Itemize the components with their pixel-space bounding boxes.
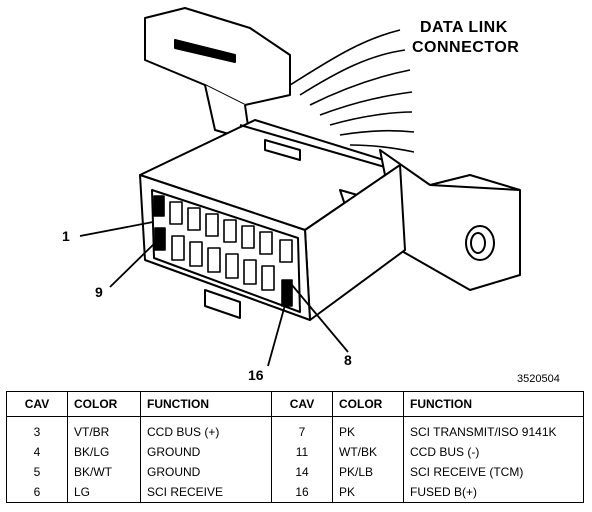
col-header-cav-2: CAV [271,391,333,417]
cell-cav: 16 [271,482,333,503]
cell-function: SCI TRANSMIT/ISO 9141K [403,416,584,442]
cell-cav: 11 [271,442,333,462]
wire-bundle [289,29,415,153]
cell-color: VT/BR [67,416,141,442]
cell-cav: 14 [271,462,333,482]
upper-pin-row [153,195,293,263]
cell-cav: 3 [6,416,68,442]
pin-label-8: 8 [344,352,352,368]
lower-pin-row [154,227,293,307]
cell-function: FUSED B(+) [403,482,584,503]
cell-color: PK [332,416,404,442]
cell-function: GROUND [140,442,272,462]
cell-cav: 7 [271,416,333,442]
table-row: 3 VT/BR CCD BUS (+) 7 PK SCI TRANSMIT/IS… [6,416,584,442]
col-header-color-2: COLOR [332,391,404,417]
table-header-row: CAV COLOR FUNCTION CAV COLOR FUNCTION [6,391,584,417]
figure-code: 3520504 [517,373,560,385]
pin-label-1: 1 [62,228,70,244]
table-row: 5 BK/WT GROUND 14 PK/LB SCI RECEIVE (TCM… [6,462,584,482]
cell-color: WT/BK [332,442,404,462]
table-row: 6 LG SCI RECEIVE 16 PK FUSED B(+) [6,482,584,503]
col-header-function: FUNCTION [140,391,272,417]
cell-function: CCD BUS (+) [140,416,272,442]
diagram-title-line2: CONNECTOR [412,39,520,56]
cell-color: LG [67,482,141,503]
pin-label-16: 16 [248,367,264,383]
cell-color: PK [332,482,404,503]
diagram-title-line1: DATA LINK [420,19,508,36]
cell-cav: 5 [6,462,68,482]
pin-label-9: 9 [95,284,103,300]
col-header-function-2: FUNCTION [403,391,584,417]
cell-function: SCI RECEIVE [140,482,272,503]
cell-cav: 6 [6,482,68,503]
pinout-table: CAV COLOR FUNCTION CAV COLOR FUNCTION 3 … [6,391,584,503]
cell-function: GROUND [140,462,272,482]
cell-color: BK/WT [67,462,141,482]
cell-function: CCD BUS (-) [403,442,584,462]
col-header-cav: CAV [6,391,68,417]
cell-function: SCI RECEIVE (TCM) [403,462,584,482]
cell-cav: 4 [6,442,68,462]
table-row: 4 BK/LG GROUND 11 WT/BK CCD BUS (-) [6,442,584,462]
cell-color: PK/LB [332,462,404,482]
connector-illustration [79,7,521,367]
cell-color: BK/LG [67,442,141,462]
col-header-color: COLOR [67,391,141,417]
